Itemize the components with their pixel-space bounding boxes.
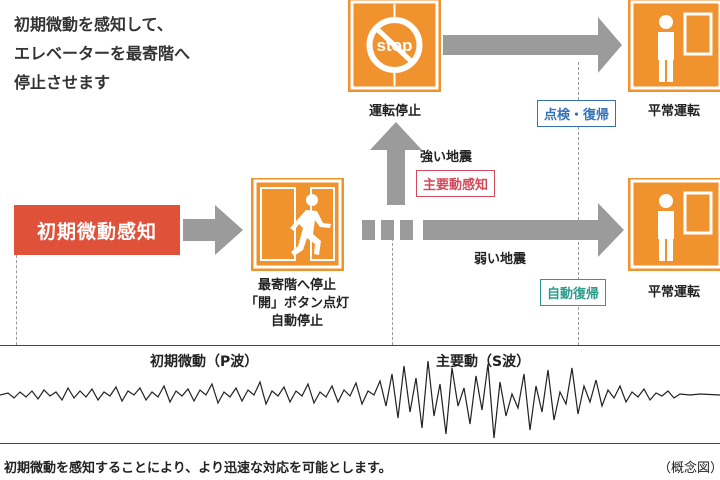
footer-note: 初期微動を感知することにより、より迅速な対応を可能とします。 xyxy=(4,461,392,476)
stop-sign-icon: stop xyxy=(350,0,439,90)
standing-person-icon xyxy=(630,0,720,90)
seismic-waveform xyxy=(0,360,720,439)
label-normal-operation-bottom: 平常運転 xyxy=(647,285,700,300)
label-auto-stop: 自動停止 xyxy=(270,314,323,329)
standing-person-icon xyxy=(630,179,720,269)
initial-tremor-detect-box: 初期微動感知 xyxy=(14,205,180,255)
concept-label: （概念図） xyxy=(658,461,720,476)
label-p-wave: 初期微動（P波） xyxy=(150,354,259,370)
tag-auto-restore: 自動復帰 xyxy=(540,279,607,306)
waveform-panel xyxy=(0,345,720,444)
label-strong-quake: 強い地震 xyxy=(420,150,473,165)
running-person-icon xyxy=(253,179,342,269)
elevator-nearest-floor-icon xyxy=(251,178,344,271)
tag-inspect-restore: 点検・復帰 xyxy=(537,100,617,127)
guide-line-left xyxy=(16,255,17,345)
tag-main-motion-detect: 主要動感知 xyxy=(416,170,496,197)
elevator-normal-bottom-icon xyxy=(628,178,720,271)
guide-line-middle xyxy=(392,228,393,345)
waveform-line xyxy=(0,360,720,439)
nearest-floor-description: 最寄階へ停止 「開」ボタン点灯 自動停止 xyxy=(232,277,362,331)
intro-line-2: エレベーターを最寄階へ xyxy=(14,44,191,63)
arrow-detect-to-nearest xyxy=(183,205,243,255)
elevator-normal-top-icon xyxy=(628,0,720,92)
label-s-wave: 主要動（S波） xyxy=(436,354,531,370)
label-weak-quake: 弱い地震 xyxy=(474,252,527,267)
arrow-weak-to-normal xyxy=(423,203,624,257)
label-open-button-lit: 「開」ボタン点灯 xyxy=(244,296,349,311)
dash-segment-1 xyxy=(362,220,375,240)
arrow-stop-to-normal xyxy=(443,17,622,73)
arrow-up-strong xyxy=(370,122,422,205)
dash-segment-2 xyxy=(381,220,394,240)
label-stop-nearest-floor: 最寄階へ停止 xyxy=(257,278,336,293)
intro-line-3: 停止させます xyxy=(14,73,111,92)
dash-segment-3 xyxy=(400,220,413,240)
guide-line-right xyxy=(578,62,579,345)
label-normal-operation-top: 平常運転 xyxy=(647,104,700,119)
elevator-stopped-icon: stop xyxy=(348,0,441,92)
label-operation-stopped: 運転停止 xyxy=(368,104,421,119)
intro-text: 初期微動を感知して、 エレベーターを最寄階へ 停止させます xyxy=(14,10,190,97)
intro-line-1: 初期微動を感知して、 xyxy=(14,15,173,34)
